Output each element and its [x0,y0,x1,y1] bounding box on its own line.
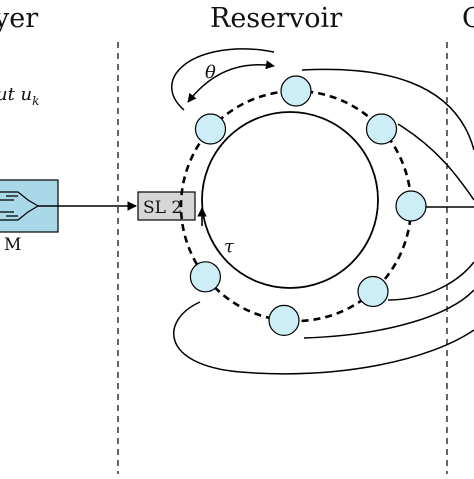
output-line-1 [301,68,474,151]
virtual-nodes [189,75,427,336]
output-line-6 [173,301,474,375]
virtual-node-6 [189,261,221,293]
reservoir-title: Reservoir [210,3,342,34]
laser-box [137,191,196,221]
top-feedback-loop [171,48,275,111]
output-line-5 [303,289,474,339]
tau-label: τ [224,236,235,257]
modulator-waveguide-icon [0,191,39,221]
theta-label: θ [205,62,216,83]
input-label-subscript: k [32,94,39,108]
theta-arc [187,60,275,103]
virtual-node-5 [268,304,300,336]
output-layer-title: O [462,3,474,34]
virtual-node-1 [280,75,312,107]
delay-inner-circle [201,111,379,289]
laser-label: SL 2 [143,198,182,218]
modulator: M [0,179,59,255]
output-line-2 [397,123,474,201]
modulator-label: M [4,235,21,255]
laser-sl2: SL 2 [137,191,196,221]
virtual-node-7 [194,113,227,145]
virtual-node-4 [357,275,389,308]
output-line-4 [387,261,474,301]
input-label: ut uk [0,84,39,108]
input-layer-title: yer [0,3,38,34]
virtual-node-2 [365,113,398,145]
virtual-node-3 [395,190,427,222]
input-label-main: ut u [0,84,32,105]
